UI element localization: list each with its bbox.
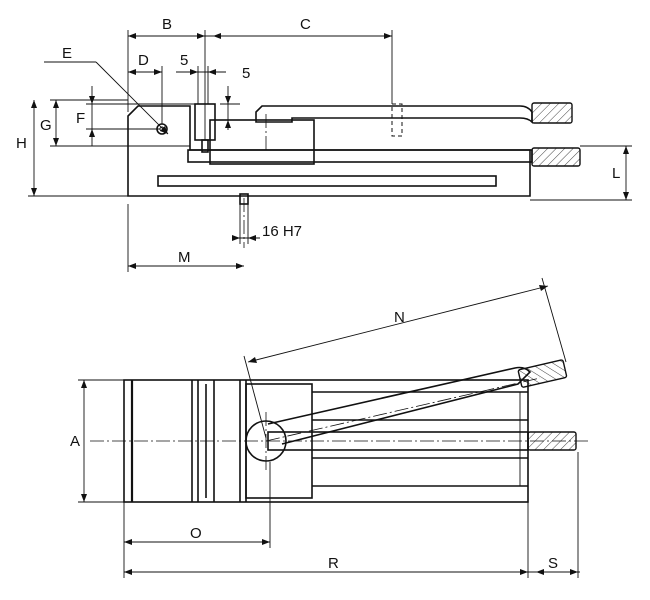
label-L: L bbox=[612, 165, 620, 182]
label-C: C bbox=[300, 16, 311, 33]
guide-slot bbox=[157, 175, 497, 187]
plan-lever-handle bbox=[517, 359, 568, 388]
screw-handle bbox=[531, 147, 581, 167]
label-M: M bbox=[178, 249, 191, 266]
screw-rod bbox=[187, 149, 533, 163]
label-F: F bbox=[76, 110, 85, 127]
side-view bbox=[127, 102, 581, 248]
plan-view bbox=[90, 359, 590, 503]
label-O: O bbox=[190, 525, 202, 542]
label-G: G bbox=[40, 117, 52, 134]
movable-jaw bbox=[209, 119, 315, 165]
label-D: D bbox=[138, 52, 149, 69]
side-dimensions bbox=[28, 30, 632, 272]
plan-dimensions bbox=[78, 277, 580, 578]
label-dim5b: 5 bbox=[242, 65, 250, 82]
label-S: S bbox=[548, 555, 558, 572]
label-N: N bbox=[394, 309, 405, 326]
lever-handle-top bbox=[531, 102, 573, 124]
vise-body bbox=[127, 105, 531, 197]
label-R: R bbox=[328, 555, 339, 572]
label-H: H bbox=[16, 135, 27, 152]
label-slot: 16 H7 bbox=[262, 223, 302, 240]
label-E: E bbox=[62, 45, 72, 62]
label-dim5a: 5 bbox=[180, 52, 188, 69]
label-B: B bbox=[162, 16, 172, 33]
label-A: A bbox=[70, 433, 80, 450]
